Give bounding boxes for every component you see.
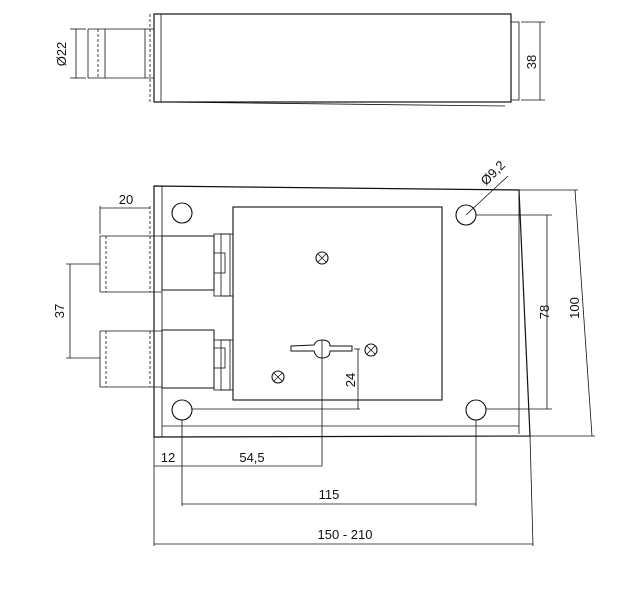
dim-edge-offset: 12 [161,450,175,465]
dim-total-width: 150 - 210 [318,527,373,542]
dim-key-offset: 24 [343,373,358,387]
top-view-cylinder [87,14,154,102]
screw-icon [364,343,378,357]
cylinder-lower [99,330,162,388]
cylinder-housing-upper [161,235,215,291]
dim-cylinder-length: 20 [119,192,133,207]
mounting-hole-bottom-left [171,399,193,421]
dim-total-height: 100 [567,297,582,319]
top-view-lock-body [153,13,512,103]
mounting-hole-bottom-right [465,399,487,421]
lock-case [232,206,443,401]
mounting-hole-top-left [171,202,193,224]
dim-hole-spacing-vertical: 78 [537,305,552,319]
top-view: Ø22 38 [54,13,545,107]
dim-top-height: 38 [524,55,539,69]
dim-hole-spacing-horizontal: 115 [319,487,340,502]
dim-cylinder-spacing: 37 [52,304,67,318]
front-dimensions: 20 37 Ø9,2 78 100 24 12 54,5 [52,158,595,547]
top-view-cover-edge [510,21,520,101]
screw-icon [271,370,285,384]
dim-cylinder-diameter: Ø22 [54,42,69,67]
cylinder-housing-lower [161,329,215,389]
front-view [99,185,531,438]
dim-hole-diameter: Ø9,2 [478,158,509,189]
cylinder-upper [99,206,162,293]
dim-backset: 54,5 [239,450,264,465]
keyhole-icon [290,339,353,359]
front-plate [153,185,531,438]
screw-icon [315,251,329,265]
